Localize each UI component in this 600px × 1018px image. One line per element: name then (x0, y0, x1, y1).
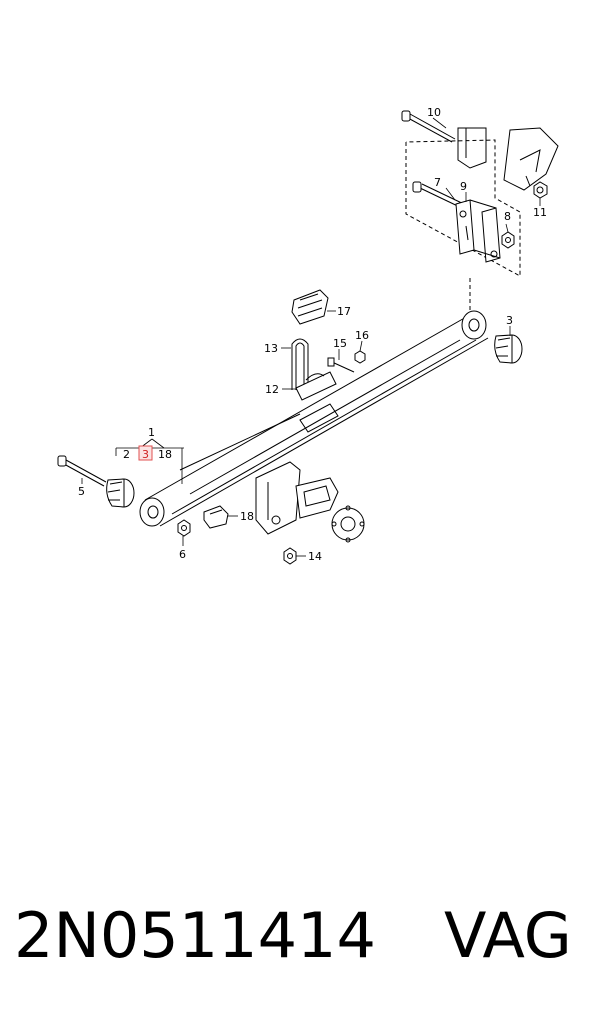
brand-name: VAG (444, 899, 572, 972)
body-bracket (457, 127, 559, 191)
callout-13: 13 (264, 342, 278, 355)
leaf-spring (139, 310, 489, 527)
callout-18-clamp: 18 (240, 510, 254, 523)
bush-front (106, 478, 135, 508)
callout-6: 6 (179, 548, 186, 561)
spring-plate-12 (295, 371, 337, 401)
bolt-15 (327, 357, 355, 373)
callout-14: 14 (308, 550, 322, 563)
bolt-10 (401, 110, 456, 143)
callout-10: 10 (427, 106, 441, 119)
axle-hub (255, 461, 365, 543)
callout-18-front: 18 (158, 448, 172, 461)
part-footer: 2N0511414 VAG (14, 886, 594, 986)
callout-3-rear: 3 (506, 314, 513, 327)
leaf-spring-exploded-diagram: 1 2 3 18 5 6 10 7 9 8 11 3 17 13 15 16 1… (57, 106, 559, 565)
nut-8 (501, 231, 515, 249)
nut-14 (283, 547, 297, 565)
highlight-box-3 (138, 445, 153, 461)
clamp-18 (203, 505, 229, 529)
callout-1: 1 (148, 426, 155, 439)
bolt-5 (57, 455, 107, 487)
nut-11 (533, 181, 548, 199)
callout-8: 8 (504, 210, 511, 223)
nut-16 (354, 350, 366, 364)
nut-6 (177, 519, 191, 537)
callout-15: 15 (333, 337, 347, 350)
callout-2: 2 (123, 448, 130, 461)
bump-stop-17 (291, 289, 329, 325)
bush-3-rear (494, 334, 523, 364)
callout-3-highlighted[interactable]: 3 (142, 448, 149, 461)
u-bolt-13 (291, 338, 309, 390)
callout-5: 5 (78, 485, 85, 498)
callout-17: 17 (337, 305, 351, 318)
callout-16: 16 (355, 329, 369, 342)
part-number: 2N0511414 (14, 899, 376, 972)
callout-9: 9 (460, 180, 467, 193)
callout-labels: 1 2 3 18 5 6 10 7 9 8 11 3 17 13 15 16 1… (78, 106, 547, 563)
shackle-assembly-frame (405, 139, 521, 310)
shackle-9 (455, 199, 501, 263)
callout-12: 12 (265, 383, 279, 396)
callout-11: 11 (533, 206, 547, 219)
callout-7: 7 (434, 176, 441, 189)
